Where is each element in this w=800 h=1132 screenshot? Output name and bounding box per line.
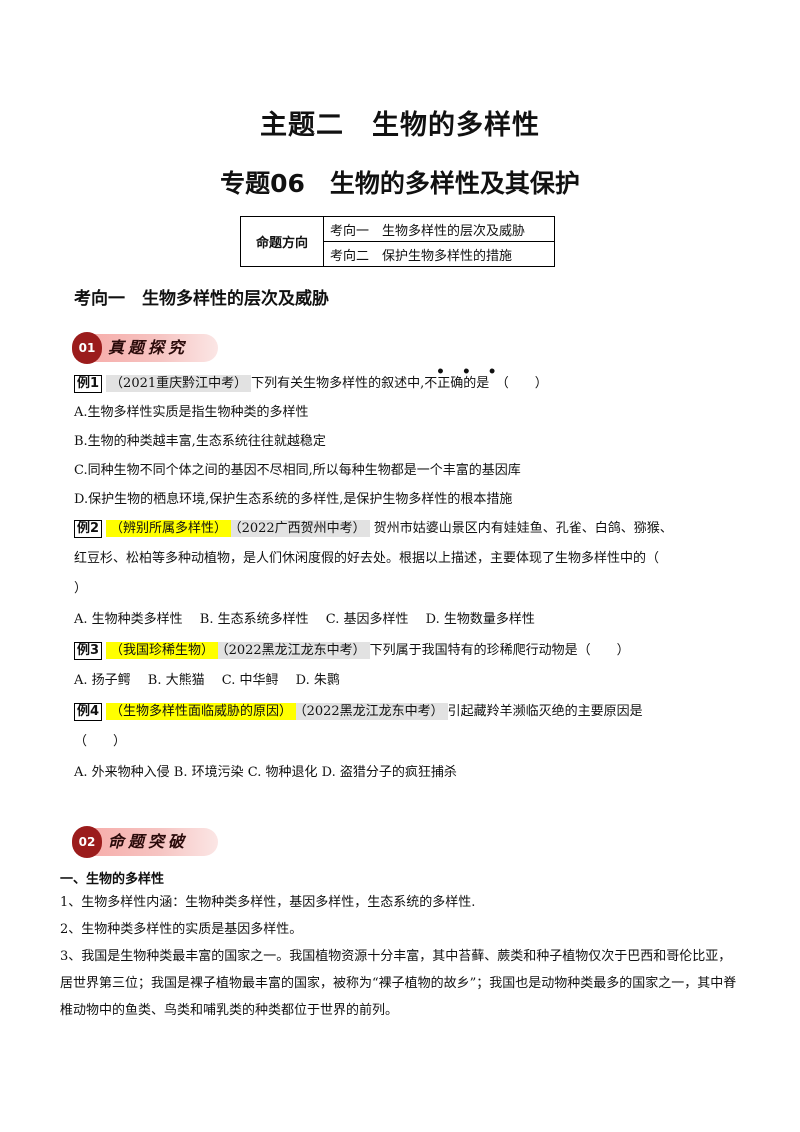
subsection-title: 一、生物的多样性 [60,872,165,887]
banner-text: 真题探究 [108,338,189,357]
document-title: 主题二 生物的多样性 [260,110,540,141]
direction-item: 考向二 保护生物多样性的措施 [323,241,555,267]
example-line: ） [74,581,88,596]
example-source: （2021重庆黔江中考） [106,375,252,392]
example-source: （2022黑龙江龙东中考） [296,703,448,720]
direction-table: 命题方向 考向一 生物多样性的层次及威胁 考向二 保护生物多样性的措施 [240,216,555,267]
option-line: B.生物的种类越丰富,生态系统往往就越稳定 [74,434,326,449]
option-line: A. 扬子鳄 B. 大熊猫 C. 中华鲟 D. 朱鹮 [74,673,340,688]
paragraph: 1、生物多样性内涵：生物种类多样性，基因多样性，生态系统的多样性. [60,895,476,910]
document-subtitle: 专题06 生物的多样性及其保护 [220,169,580,198]
paragraph: 2、生物种类多样性的实质是基因多样性。 [60,922,303,937]
example-label: 例1 [74,375,103,393]
section-banner: 02 命题突破 [72,826,220,858]
direction-label: 命题方向 [240,216,324,267]
example-question: 下列属于我国特有的珍稀爬行动物是（ ） [369,643,630,658]
example-question: 下列有关生物多样性的叙述中,不正确的是 （ ） [251,376,548,391]
example-tag: （辨别所属多样性） [106,520,232,537]
example-label: 例2 [74,520,103,538]
paragraph: 3、我国是生物种类最丰富的国家之一。我国植物资源十分丰富，其中苔藓、蕨类和种子植… [60,949,737,1018]
option-line: C.同种生物不同个体之间的基因不尽相同,所以每种生物都是一个丰富的基因库 [74,463,521,478]
example-source: （2022广西贺州中考） [231,520,370,537]
example-label: 例4 [74,703,103,721]
example-line: 例3（我国珍稀生物）（2022黑龙江龙东中考）下列属于我国特有的珍稀爬行动物是（… [74,640,630,662]
example-line: 例2（辨别所属多样性）（2022广西贺州中考） 贺州市姑婆山景区内有娃娃鱼、孔雀… [74,518,673,540]
option-line: A. 外来物种入侵 B. 环境污染 C. 物种退化 D. 盗猎分子的疯狂捕杀 [74,765,457,780]
example-line: （ ） [74,734,127,749]
example-question: 引起藏羚羊濒临灭绝的主要原因是 [447,704,643,719]
option-line: D.保护生物的栖息环境,保护生态系统的多样性,是保护生物多样性的根本措施 [74,492,513,507]
example-tag: （生物多样性面临威胁的原因） [106,703,297,720]
example-line: 例1（2021重庆黔江中考）下列有关生物多样性的叙述中,不正确的是 （ ） [74,373,548,395]
section-title: 考向一 生物多样性的层次及威胁 [74,289,329,309]
example-tag: （我国珍稀生物） [106,642,219,659]
banner-text: 命题突破 [108,832,189,851]
example-line: 例4（生物多样性面临威胁的原因）（2022黑龙江龙东中考）引起藏羚羊濒临灭绝的主… [74,701,643,723]
example-label: 例3 [74,642,103,660]
emphasis-dots: • • • [436,364,503,380]
banner-number: 01 [72,332,102,364]
example-line: 红豆杉、松柏等多种动植物，是人们休闲度假的好去处。根据以上描述，主要体现了生物多… [74,551,660,566]
direction-item: 考向一 生物多样性的层次及威胁 [323,216,555,242]
option-line: A. 生物种类多样性 B. 生态系统多样性 C. 基因多样性 D. 生物数量多样… [74,612,535,627]
example-question: 贺州市姑婆山景区内有娃娃鱼、孔雀、白鸽、猕猴、 [373,521,673,536]
banner-number: 02 [72,826,102,858]
section-banner: 01 真题探究 [72,332,220,364]
option-line: A.生物多样性实质是指生物种类的多样性 [74,405,309,420]
example-source: （2022黑龙江龙东中考） [218,642,370,659]
